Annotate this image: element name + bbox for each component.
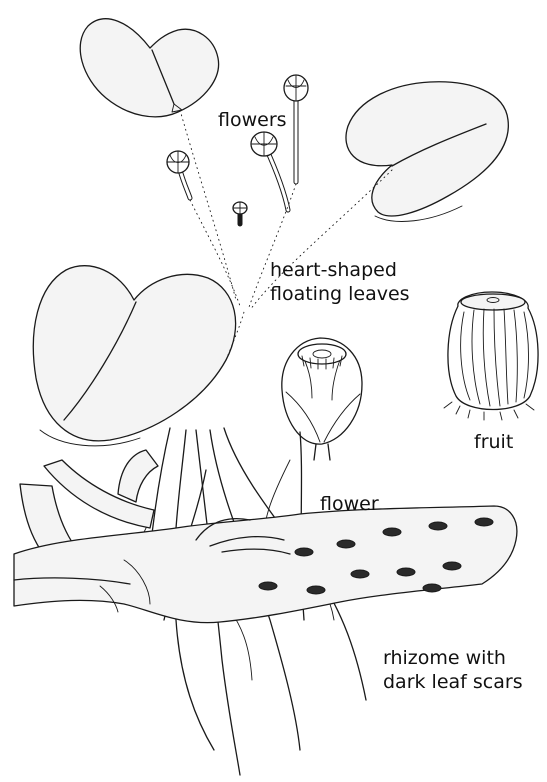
floating-leaf-top-left	[80, 19, 218, 117]
flower-bud-middle	[251, 132, 277, 156]
floating-leaf-top-right	[346, 82, 508, 222]
flower-bud-tall	[284, 75, 308, 101]
label-rhizome: rhizome with dark leaf scars	[383, 646, 523, 694]
flower-bud-small	[233, 202, 247, 214]
label-flowers-text: flowers	[218, 108, 287, 132]
label-flower: flower	[320, 492, 379, 516]
label-flower-text: flower	[320, 492, 379, 516]
label-leaves-line2: floating leaves	[270, 282, 410, 306]
flower-bud-left	[167, 151, 189, 173]
label-rhizome-line1: rhizome with	[383, 646, 523, 670]
floating-leaf-large	[33, 266, 235, 446]
label-fruit: fruit	[474, 430, 513, 454]
flower-detail	[282, 338, 362, 460]
label-leaves-line1: heart-shaped	[270, 258, 410, 282]
label-fruit-text: fruit	[474, 430, 513, 454]
rhizome	[14, 428, 517, 775]
label-rhizome-line2: dark leaf scars	[383, 670, 523, 694]
label-flowers: flowers	[218, 108, 287, 132]
fruit-detail	[444, 292, 538, 420]
label-leaves: heart-shaped floating leaves	[270, 258, 410, 306]
